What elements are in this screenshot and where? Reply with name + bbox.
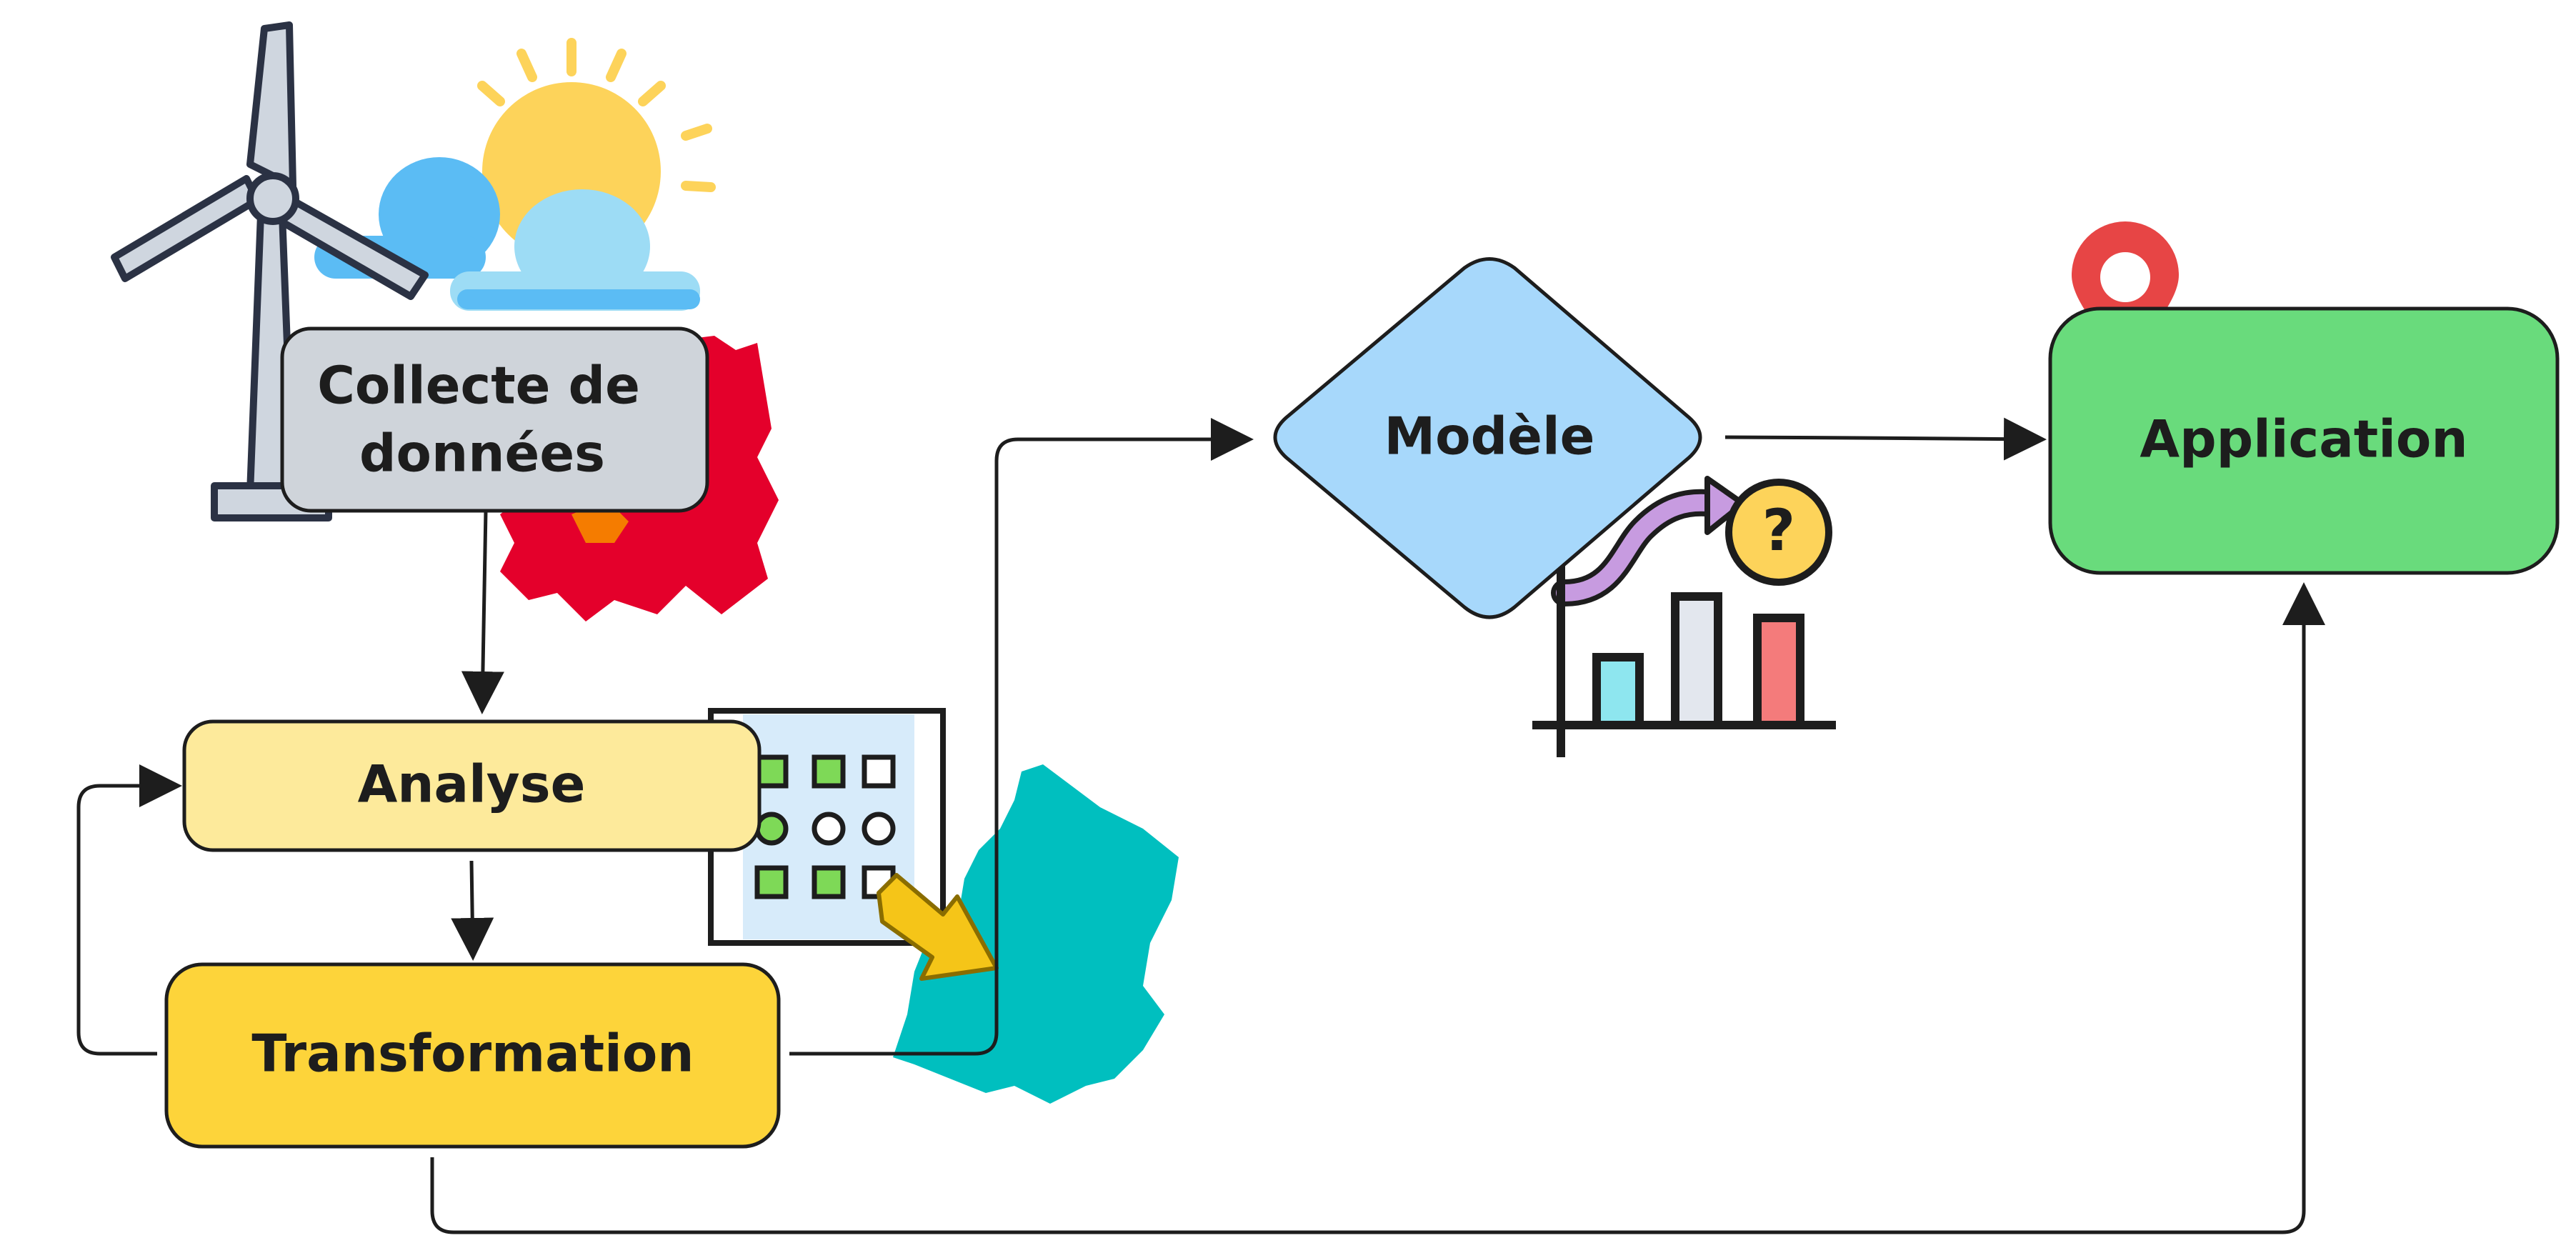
node-application-label: Application xyxy=(2140,409,2467,469)
node-analyse-box xyxy=(182,719,762,852)
edge-modele-application xyxy=(1724,417,2047,461)
connectors xyxy=(76,417,2325,1234)
node-collecte-label-line1: Collecte de xyxy=(317,356,640,416)
node-collecte-label-line2: données xyxy=(359,424,605,484)
france-map-icon xyxy=(893,764,1179,1104)
node-analyse-label: Analyse xyxy=(358,754,586,814)
node-modele[interactable]: Modèle xyxy=(1273,257,1702,619)
edge-transformation-application xyxy=(430,582,2325,1234)
sun-cloud-icon xyxy=(314,38,716,311)
node-transformation[interactable]: Transformation xyxy=(164,962,781,1149)
node-analyse[interactable]: Analyse xyxy=(182,719,762,852)
edge-collecte-analyse xyxy=(461,510,504,714)
node-modele-diamond xyxy=(1273,257,1702,619)
node-collecte-box xyxy=(280,326,709,513)
edge-analyse-transformation xyxy=(451,860,494,961)
node-transformation-label: Transformation xyxy=(251,1024,694,1084)
node-collecte[interactable]: Collecte de données xyxy=(280,326,709,513)
node-transformation-box xyxy=(164,962,781,1149)
edge-transformation-modele xyxy=(789,418,1254,1056)
svg-text:?: ? xyxy=(1762,497,1795,564)
node-application-box xyxy=(2048,306,2560,575)
growth-chart-icon: ? xyxy=(1532,476,1836,757)
edge-transformation-analyse-loop xyxy=(76,764,182,1056)
node-application[interactable]: Application xyxy=(2048,306,2560,575)
node-modele-label: Modèle xyxy=(1384,406,1595,466)
